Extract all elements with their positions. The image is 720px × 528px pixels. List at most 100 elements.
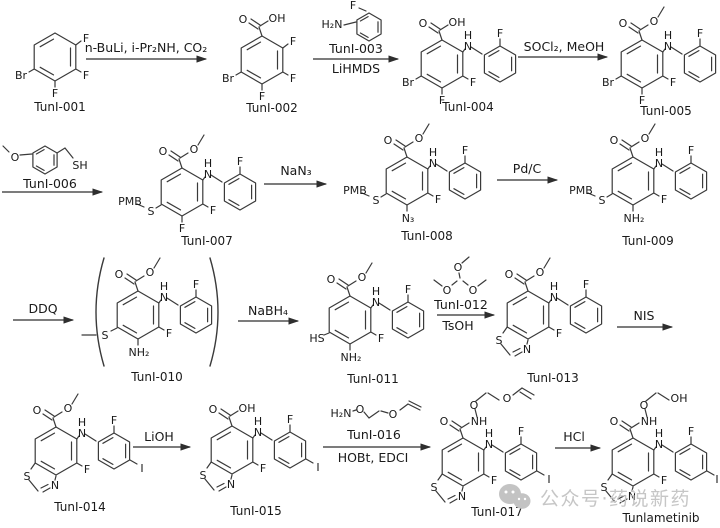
aniline-ring xyxy=(504,443,538,481)
atom-label: S xyxy=(373,194,380,207)
atom-label: O xyxy=(11,151,20,164)
atom-label: S xyxy=(24,470,31,483)
atom-label: O xyxy=(239,13,248,26)
benzene-ring xyxy=(116,290,160,340)
atom-label: O xyxy=(389,408,398,421)
compound-structure-tuni-001: F F F Br xyxy=(15,32,89,100)
atom-label: F xyxy=(688,425,694,438)
atom-label: S xyxy=(200,469,207,482)
atom-label: O xyxy=(419,17,428,30)
reaction-arrow-13: HCl xyxy=(555,429,602,452)
compound-labels: TunI-001 TunI-002 TunI-004 TunI-005 TunI… xyxy=(33,100,699,525)
atom-label: I xyxy=(547,473,550,486)
atom-label: F xyxy=(84,463,90,476)
atom-label: H xyxy=(254,415,262,428)
atom-label: N xyxy=(204,168,212,181)
compound-label: TunI-010 xyxy=(130,370,183,384)
bonds xyxy=(204,408,314,492)
reagent-text: LiHMDS xyxy=(332,61,380,76)
atom-label: O xyxy=(505,268,514,281)
atom-label: O xyxy=(440,415,449,428)
atom-label: N xyxy=(458,490,466,503)
wechat-icon xyxy=(499,484,531,509)
atom-label: OH xyxy=(239,402,256,415)
aniline-ring xyxy=(569,296,603,334)
atom-label: N xyxy=(429,157,437,170)
atom-label: N xyxy=(550,291,558,304)
aniline-ring xyxy=(391,301,425,339)
atom-label: I xyxy=(140,462,143,475)
bonds xyxy=(435,387,545,504)
compound-label: TunI-008 xyxy=(400,229,453,243)
atom-label: O xyxy=(610,415,619,428)
atom-label: O xyxy=(33,404,42,417)
atom-label: NH xyxy=(641,415,658,428)
benzene-ring xyxy=(611,156,655,206)
reaction-arrow-12: H₂N O O TunI-016 HOBt, EDCI xyxy=(323,400,432,465)
atom-label: N xyxy=(160,291,168,304)
atom-label: HS xyxy=(309,332,324,345)
watermark: 公众号·药说新药 xyxy=(497,483,691,511)
reagent-text: NaN₃ xyxy=(280,163,311,178)
atom-label: F xyxy=(111,414,117,427)
atom-label: O xyxy=(443,284,452,297)
atom-label: F xyxy=(350,0,356,12)
atom-label: H xyxy=(160,280,168,293)
atom-label: H xyxy=(550,280,558,293)
atom-label: N xyxy=(372,296,380,309)
bonds xyxy=(343,7,367,26)
compound-label: TunI-007 xyxy=(180,234,233,248)
compound-structure-tuni-011: O O H N F F NH₂ HS xyxy=(309,262,425,364)
aniline-ring xyxy=(483,45,517,83)
reagent-ring xyxy=(32,145,58,175)
aniline-ring xyxy=(448,162,482,200)
atom-label: S xyxy=(599,194,606,207)
benzene-ring xyxy=(210,425,254,475)
atom-label: Br xyxy=(402,76,415,89)
compound-structure-tuni-014: O O H N F F I S N xyxy=(24,393,144,493)
atom-label: F xyxy=(670,76,676,89)
atom-label: O xyxy=(146,266,155,279)
watermark-text: 公众号·药说新药 xyxy=(540,487,692,510)
compound-structure-tuni-017: O NH O O H N F F I S N xyxy=(431,387,551,504)
atom-label: F xyxy=(556,327,562,340)
atom-label: O xyxy=(64,402,73,415)
reagent-label: TunI-016 xyxy=(346,427,401,442)
bonds xyxy=(28,393,138,493)
bonds xyxy=(433,256,487,287)
atom-label: H xyxy=(78,416,86,429)
compound-label: TunI-011 xyxy=(346,372,399,386)
atom-label: H₂N xyxy=(331,407,352,420)
atom-label: F xyxy=(462,144,468,157)
atom-label: H xyxy=(655,146,663,159)
reagent-text: SOCl₂, MeOH xyxy=(524,39,605,54)
compound-label: TunI-013 xyxy=(526,371,579,385)
atom-label: N xyxy=(628,490,636,503)
reaction-arrow-5: NaN₃ xyxy=(264,163,328,188)
bonds xyxy=(136,134,241,223)
compound-label: TunI-004 xyxy=(441,100,494,114)
bonds xyxy=(615,6,701,95)
compound-structure-tuni-009: O O H N F F NH₂ PMB S xyxy=(569,123,708,225)
compound-structure-tuni-008: O O H N F F N₃ PMB S xyxy=(343,123,482,225)
atom-label: O xyxy=(469,284,478,297)
reaction-arrow-10: NIS xyxy=(617,308,674,331)
atom-label: N xyxy=(464,40,472,53)
benzene-ring xyxy=(385,156,429,206)
atom-label: F xyxy=(179,222,185,235)
atom-label: N xyxy=(51,479,59,492)
atom-label: N xyxy=(485,438,493,451)
atom-label: NH₂ xyxy=(341,351,362,364)
atom-label: Br xyxy=(602,76,615,89)
reaction-arrow-6: Pd/C xyxy=(497,161,559,184)
atom-label: F xyxy=(405,283,411,296)
atom-label: Br xyxy=(222,72,235,85)
atom-label: H xyxy=(664,29,672,42)
atom-label: F xyxy=(688,144,694,157)
atom-label: I xyxy=(715,473,718,486)
bonds xyxy=(500,257,587,357)
atom-label: N xyxy=(655,157,663,170)
atom-label: O xyxy=(358,271,367,284)
